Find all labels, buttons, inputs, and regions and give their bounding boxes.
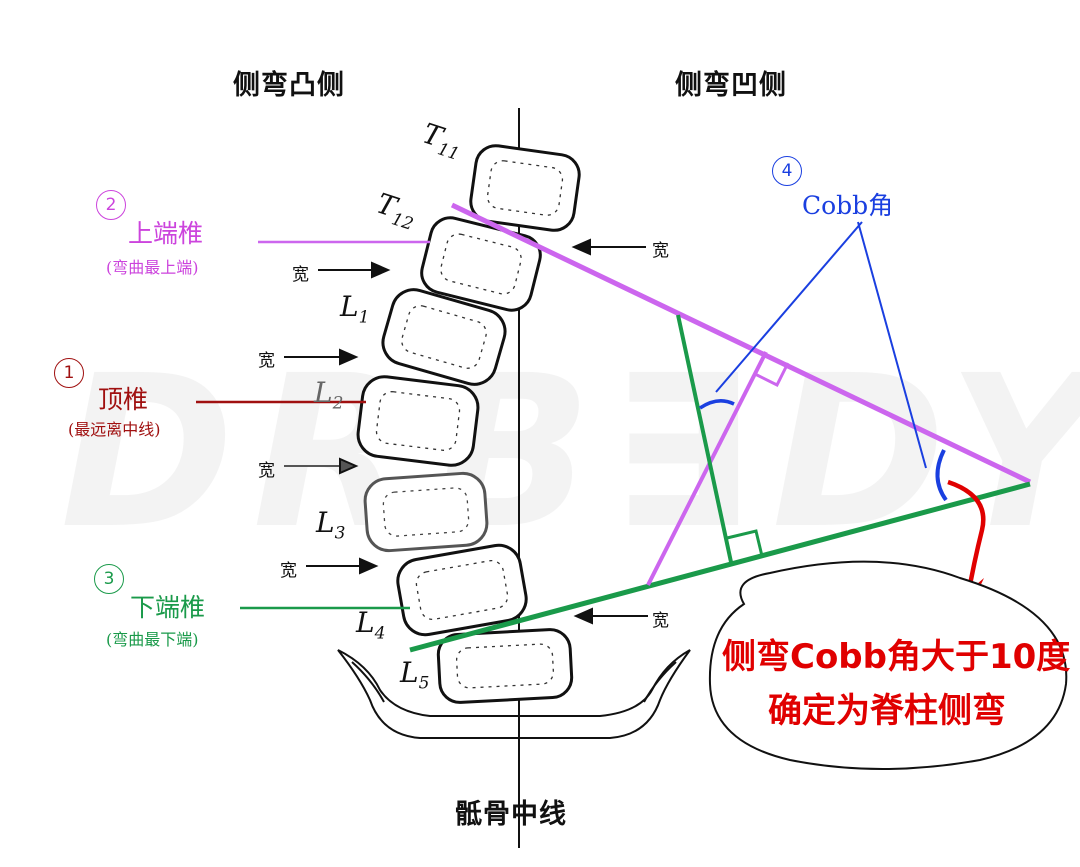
right-angle-lower <box>726 529 764 557</box>
vertebra-body-T11 <box>469 144 581 232</box>
lower-callout-title: 下端椎 <box>130 593 206 622</box>
lower-callout-number: 3 <box>94 564 124 594</box>
note-line-2: 确定为脊柱侧弯 <box>768 691 1006 731</box>
cobb-leader-right <box>857 221 927 469</box>
wide-label: 宽 <box>652 611 669 631</box>
wide-label: 宽 <box>258 461 275 481</box>
cobb-callout-title: Cobb角 <box>802 191 894 220</box>
vertebra-body-L5 <box>436 628 574 704</box>
upper-callout-number: 2 <box>96 190 126 220</box>
wide-label: 宽 <box>258 351 275 371</box>
cobb-arc-outer <box>935 449 948 502</box>
upper-perpendicular <box>646 351 768 586</box>
upper-callout-sub: (弯曲最上端) <box>106 258 199 277</box>
watermark: DRB∃DY <box>60 330 1080 575</box>
note-line-1: 侧弯Cobb角大于10度 <box>722 637 1071 677</box>
vertebra-label-L1: L1 <box>340 290 370 328</box>
cobb-leader-left <box>715 221 863 393</box>
cobb-arc-inner <box>699 399 735 410</box>
wide-label: 宽 <box>652 241 669 261</box>
vertebra-body-L2 <box>356 375 480 467</box>
wide-label: 宽 <box>292 265 309 285</box>
right-angle-upper <box>754 362 790 388</box>
wide-label: 宽 <box>280 561 297 581</box>
cobb-callout-number: 4 <box>772 156 802 186</box>
scoliosis-criterion-note: 侧弯Cobb角大于10度 确定为脊柱侧弯 <box>722 630 1071 738</box>
vertebra-label-L4: L4 <box>356 606 386 644</box>
vertebra-label-L5: L5 <box>400 656 430 694</box>
sacral-midline-label: 骶骨中线 <box>455 799 567 830</box>
vertebra-body-T12 <box>420 216 542 312</box>
vertebra-label-L3: L3 <box>316 506 346 544</box>
lower-callout-sub: (弯曲最下端) <box>106 630 199 649</box>
vertebra-body-L3 <box>363 471 489 553</box>
apex-callout-number: 1 <box>54 358 84 388</box>
concave-side-label: 侧弯凹侧 <box>675 70 787 101</box>
lower-perpendicular <box>676 314 733 563</box>
apex-callout-sub: (最远离中线) <box>68 420 161 439</box>
vertebra-body-L1 <box>381 288 507 386</box>
vertebra-label-L2: L2 <box>314 376 344 414</box>
pelvis-outline <box>337 649 691 739</box>
upper-callout-title: 上端椎 <box>128 219 204 248</box>
pelvis-inner <box>351 661 677 703</box>
apex-callout-title: 顶椎 <box>98 385 149 414</box>
upper-endplate-line <box>450 202 1032 485</box>
convex-side-label: 侧弯凸侧 <box>233 70 345 101</box>
wide-arrows <box>284 238 648 625</box>
lower-endplate-line <box>409 481 1031 653</box>
vertebra-body-L4 <box>396 543 528 637</box>
speech-bubble <box>708 560 1068 770</box>
red-arrow <box>947 479 986 597</box>
